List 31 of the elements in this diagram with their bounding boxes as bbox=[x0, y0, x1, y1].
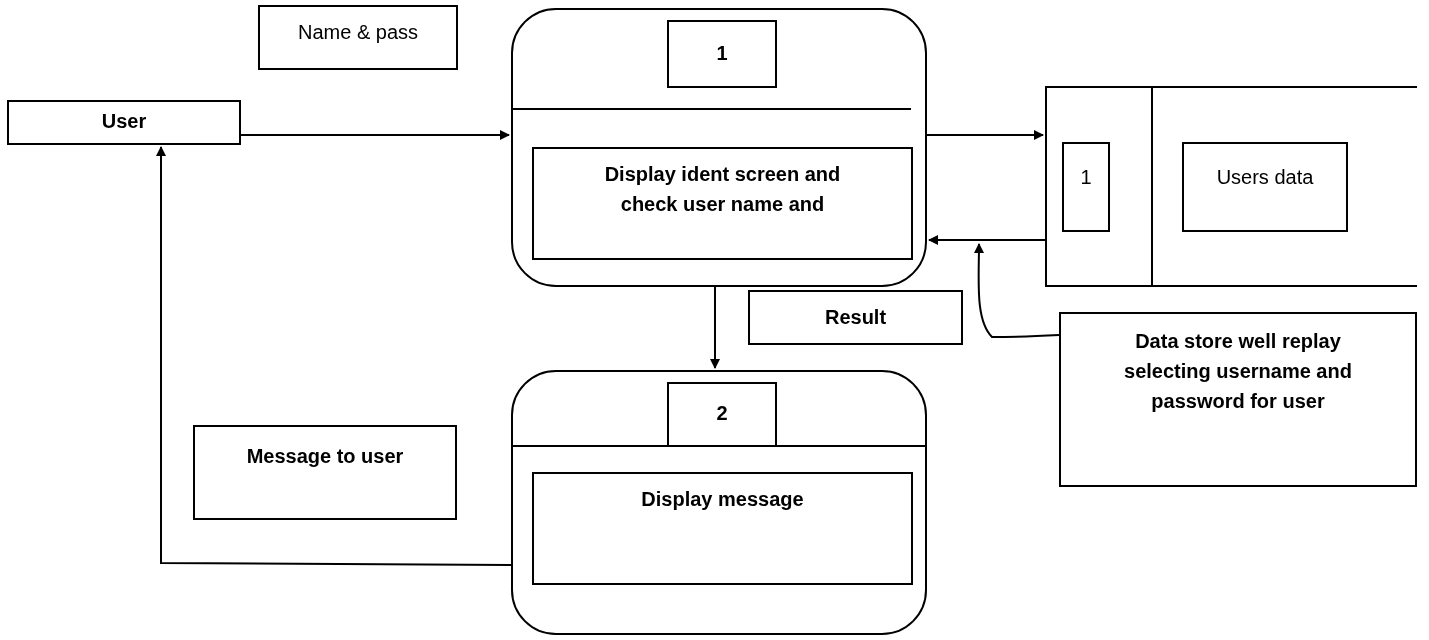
text-box bbox=[748, 290, 963, 345]
label-text: Result bbox=[823, 305, 888, 330]
text-box bbox=[7, 100, 241, 145]
text-box bbox=[193, 425, 457, 520]
label-text: Users data bbox=[1215, 165, 1315, 190]
arrow bbox=[710, 286, 720, 369]
arrow bbox=[240, 130, 510, 140]
text-box bbox=[532, 147, 913, 260]
process-box bbox=[511, 370, 927, 635]
arrow bbox=[926, 130, 1044, 140]
text-box bbox=[532, 472, 913, 585]
process-box bbox=[511, 8, 927, 287]
arrow bbox=[156, 146, 512, 566]
text-box bbox=[667, 20, 777, 88]
label-text: 1 bbox=[1079, 165, 1093, 190]
label-text: 1 bbox=[715, 41, 729, 66]
label-text: Data store well replay selecting username and password for user bbox=[1123, 329, 1353, 414]
data-store bbox=[1045, 86, 1417, 287]
label-text: Display ident screen and check user name and bbox=[603, 162, 842, 217]
text-box bbox=[667, 382, 777, 447]
text-box bbox=[1062, 142, 1110, 232]
label-text: Display message bbox=[640, 487, 805, 512]
label-text: 2 bbox=[715, 401, 729, 426]
text-box bbox=[1059, 312, 1417, 487]
text-box bbox=[1182, 142, 1348, 232]
text-box bbox=[258, 5, 458, 70]
label-text: Name & pass bbox=[296, 20, 420, 45]
label-text: User bbox=[100, 109, 148, 134]
label-text: Message to user bbox=[245, 444, 405, 469]
leader-line bbox=[973, 243, 1060, 338]
arrow bbox=[928, 235, 1046, 245]
